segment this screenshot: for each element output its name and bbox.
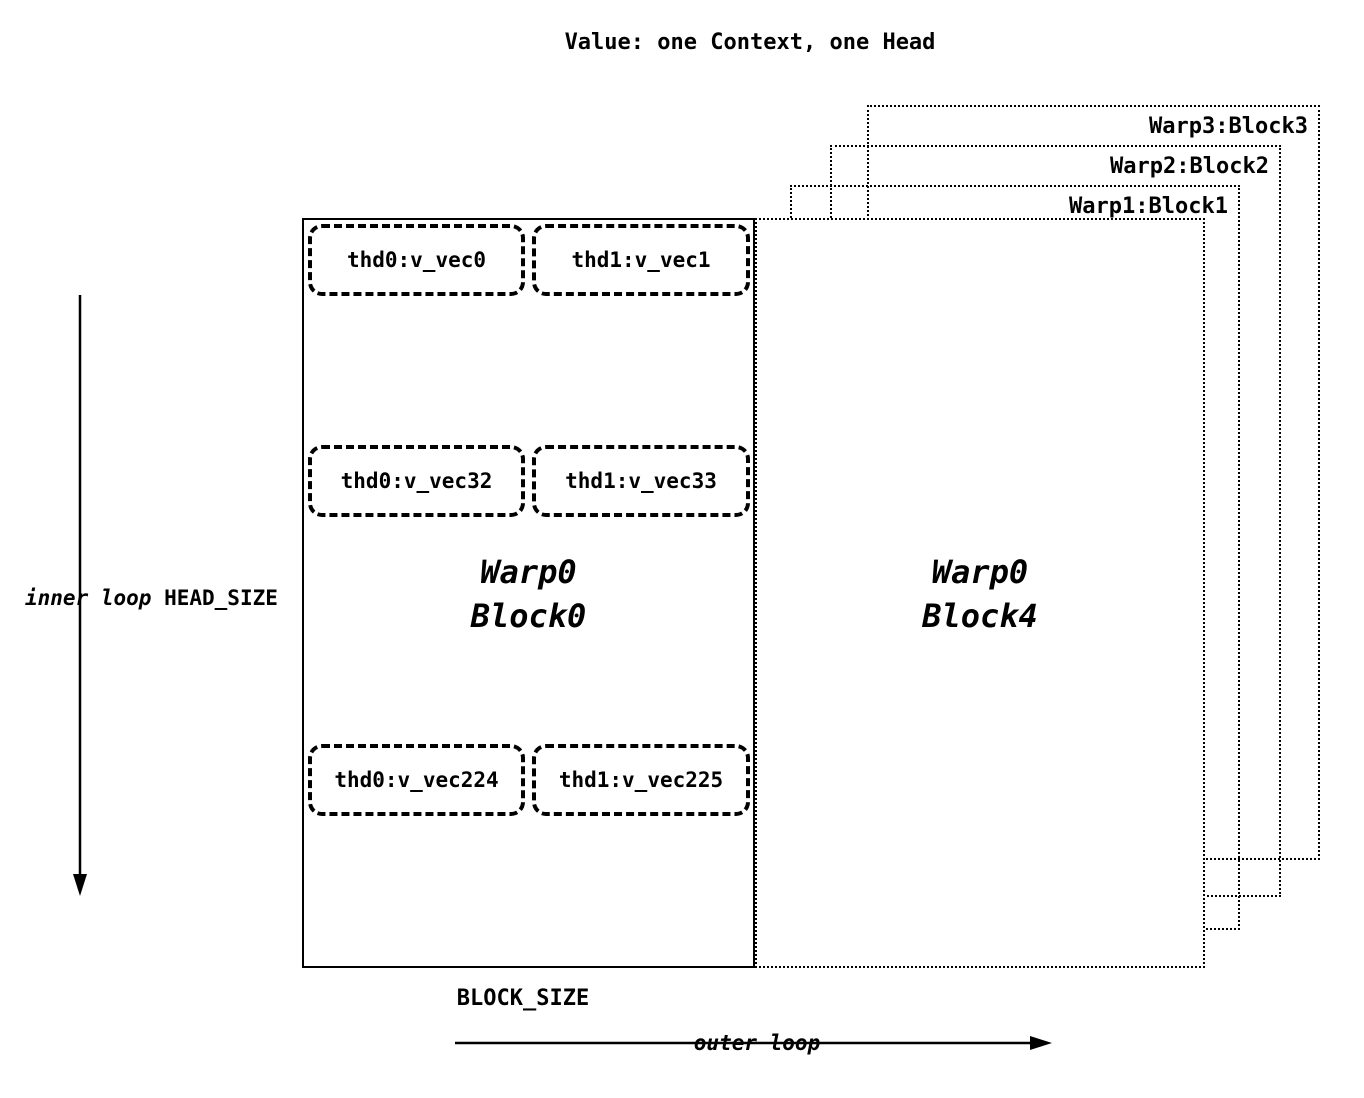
warp0-block0-line1: Warp0 — [480, 553, 577, 591]
thread-cell-v-vec32: thd0:v_vec32 — [308, 445, 525, 517]
inner-loop-head-size-label: inner loop HEAD_SIZE — [25, 586, 278, 610]
thread-cell-v-vec224: thd0:v_vec224 — [308, 744, 525, 816]
warp0-block0-label: Warp0 Block0 — [304, 550, 753, 638]
thread-row-2: thd0:v_vec224 thd1:v_vec225 — [304, 744, 753, 816]
thread-row-1: thd0:v_vec32 thd1:v_vec33 — [304, 445, 753, 517]
warp2-block2-label: Warp2:Block2 — [1110, 154, 1269, 179]
thread-cell-v-vec33: thd1:v_vec33 — [532, 445, 750, 517]
head-size-text: HEAD_SIZE — [164, 586, 278, 610]
block-size-label: BLOCK_SIZE — [456, 986, 590, 1011]
thread-cell-v-vec1: thd1:v_vec1 — [532, 224, 750, 296]
thread-cell-v-vec0: thd0:v_vec0 — [308, 224, 525, 296]
inner-loop-text: inner loop — [25, 586, 152, 610]
thread-cell-v-vec225: thd1:v_vec225 — [532, 744, 750, 816]
warp0-block4-line1: Warp0 — [931, 553, 1029, 591]
warp3-block3-label: Warp3:Block3 — [1149, 114, 1308, 139]
warp0-block0-box: thd0:v_vec0 thd1:v_vec1 thd0:v_vec32 thd… — [302, 218, 755, 968]
warp0-block4-box: Warp0 Block4 — [755, 218, 1205, 968]
outer-loop-label: outer loop — [693, 1031, 821, 1055]
warp0-block4-label: Warp0 Block4 — [757, 550, 1203, 638]
warp0-block0-line2: Block0 — [470, 597, 587, 635]
warp0-block4-line2: Block4 — [922, 597, 1038, 635]
warp1-block1-label: Warp1:Block1 — [1069, 194, 1228, 219]
diagram-title: Value: one Context, one Head — [564, 30, 936, 55]
thread-row-0: thd0:v_vec0 thd1:v_vec1 — [304, 224, 753, 296]
